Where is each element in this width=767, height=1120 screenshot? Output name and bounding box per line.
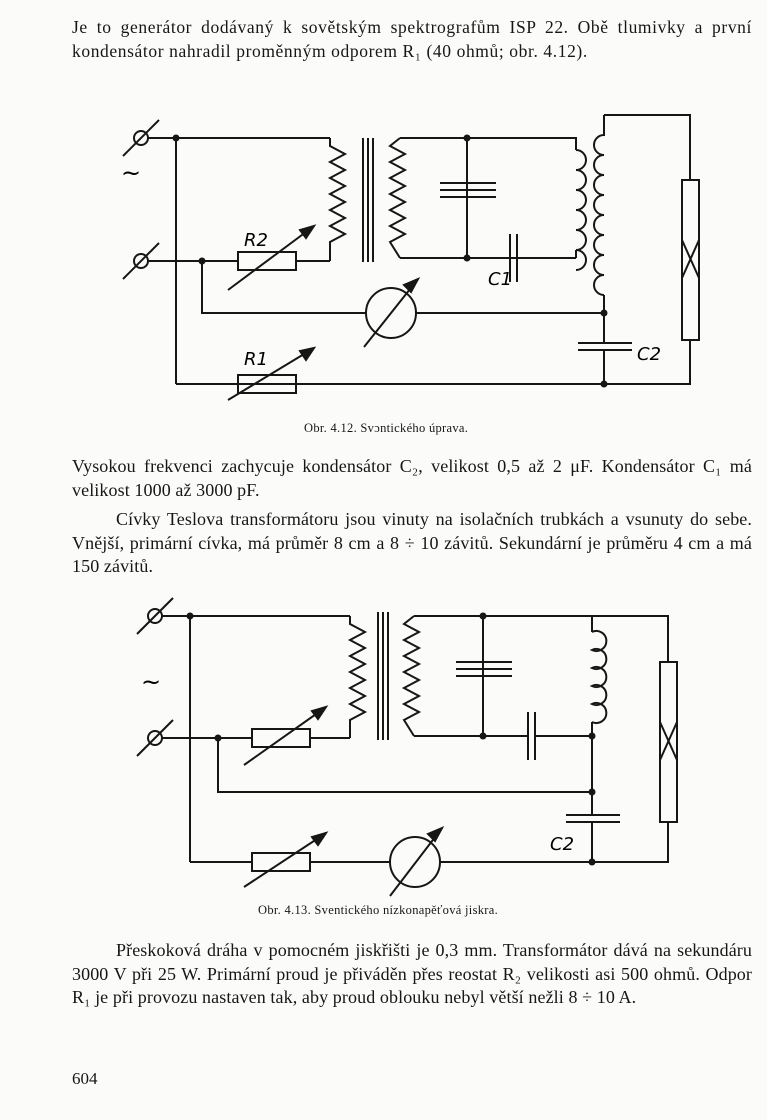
- figure-caption-4-12: Obr. 4.12. Svɔntického úprava.: [304, 421, 469, 435]
- ac-symbol: ~: [121, 159, 141, 187]
- label-r2: R2: [244, 230, 268, 251]
- label-c1: C1: [488, 269, 512, 290]
- circuit-diagram-fig-4-13: ~ C2: [136, 597, 678, 897]
- figure-caption-4-13: Obr. 4.13. Sventického nízkonapěťová jis…: [258, 903, 499, 917]
- circuit-diagram-fig-4-12: ~ R2 R1 C1 C2: [121, 114, 700, 401]
- ac-symbol-2: ~: [141, 668, 161, 696]
- paragraph-intro: Je to generátor dodávaný k sovětským spe…: [72, 17, 752, 61]
- label-c2-fig2: C2: [550, 834, 574, 855]
- page-number: 604: [72, 1069, 98, 1088]
- paragraph-spark-gap: Přeskoková dráha v pomocném jiskřišti je…: [72, 940, 752, 1007]
- paragraph-capacitors: Vysokou frekvenci zachycuje kondensátor …: [72, 456, 752, 500]
- paragraph-coils: Cívky Teslova transformátoru jsou vinuty…: [72, 509, 752, 576]
- label-r1: R1: [244, 349, 268, 370]
- label-c2: C2: [637, 344, 661, 365]
